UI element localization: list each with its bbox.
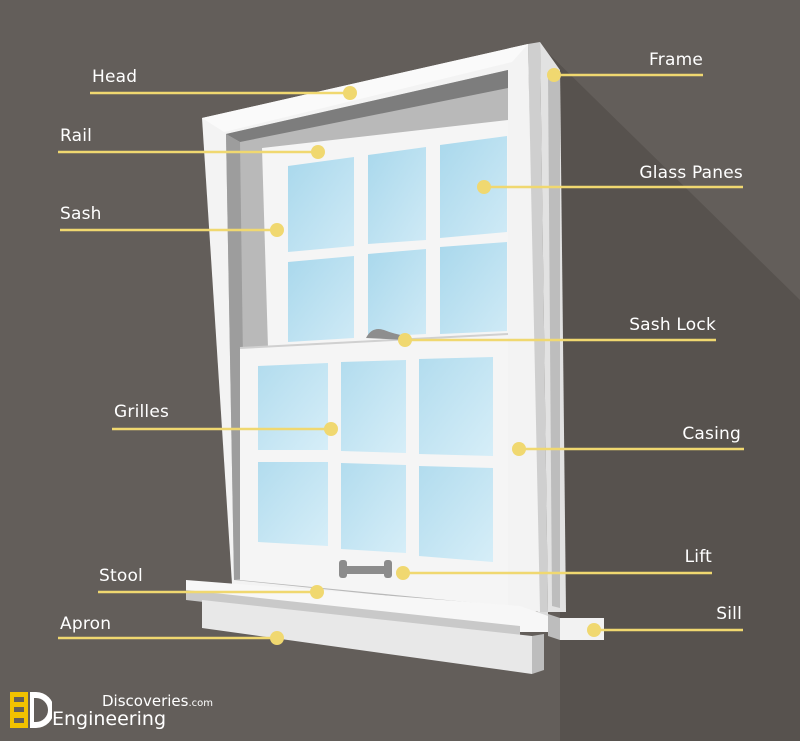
lower-pane [419,466,493,562]
label-rail: Rail [60,126,93,146]
lift-handle [342,566,390,574]
upper-pane [368,249,426,337]
brand-engineering: Engineering [52,708,166,730]
dot-casing [512,442,526,456]
frame-recess-top [226,70,508,142]
lift-handle-right [384,560,392,578]
apron [202,600,532,674]
upper-pane [368,147,426,244]
dot-glass-panes [477,180,491,194]
dot-sash-lock [398,333,412,347]
brand-watermark: Discoveries.com Engineering [10,690,240,734]
label-sash: Sash [60,204,102,224]
dot-frame [547,68,561,82]
upper-pane [440,242,507,334]
label-grilles: Grilles [114,402,170,422]
meeting-rail-edge [239,333,509,349]
label-sill: Sill [716,604,742,624]
dot-grilles [324,422,338,436]
label-sash-lock: Sash Lock [629,315,716,335]
upper-pane [288,157,354,252]
upper-pane [288,256,354,342]
head [202,44,528,132]
dot-rail [311,145,325,159]
label-head: Head [92,67,138,87]
label-glass-panes: Glass Panes [639,163,743,183]
sill-end-side [548,614,560,640]
lower-pane [341,463,406,553]
lower-pane [341,360,406,453]
label-lift: Lift [684,547,712,567]
lower-pane [258,363,328,450]
lower-pane [419,357,493,456]
label-frame: Frame [649,50,703,70]
dot-lift [396,566,410,580]
dot-stool [310,585,324,599]
sash-lock [366,329,406,340]
dot-apron [270,631,284,645]
brand-discoveries: Discoveries [102,692,189,710]
brand-top-text: Discoveries.com [102,692,213,710]
label-stool: Stool [99,566,143,586]
upper-pane [440,136,507,238]
leader-lines [58,68,744,645]
lower-pane [258,462,328,546]
window-shadow [540,45,800,741]
lift-handle-left [339,560,347,578]
label-apron: Apron [60,614,112,634]
brand-logo-icon [10,692,52,728]
apron-side [532,634,544,674]
frame-side [528,42,548,614]
dot-sash [270,223,284,237]
brand-domain-suffix: .com [188,698,213,709]
dot-head [343,86,357,100]
dot-sill [587,623,601,637]
label-casing: Casing [682,424,741,444]
